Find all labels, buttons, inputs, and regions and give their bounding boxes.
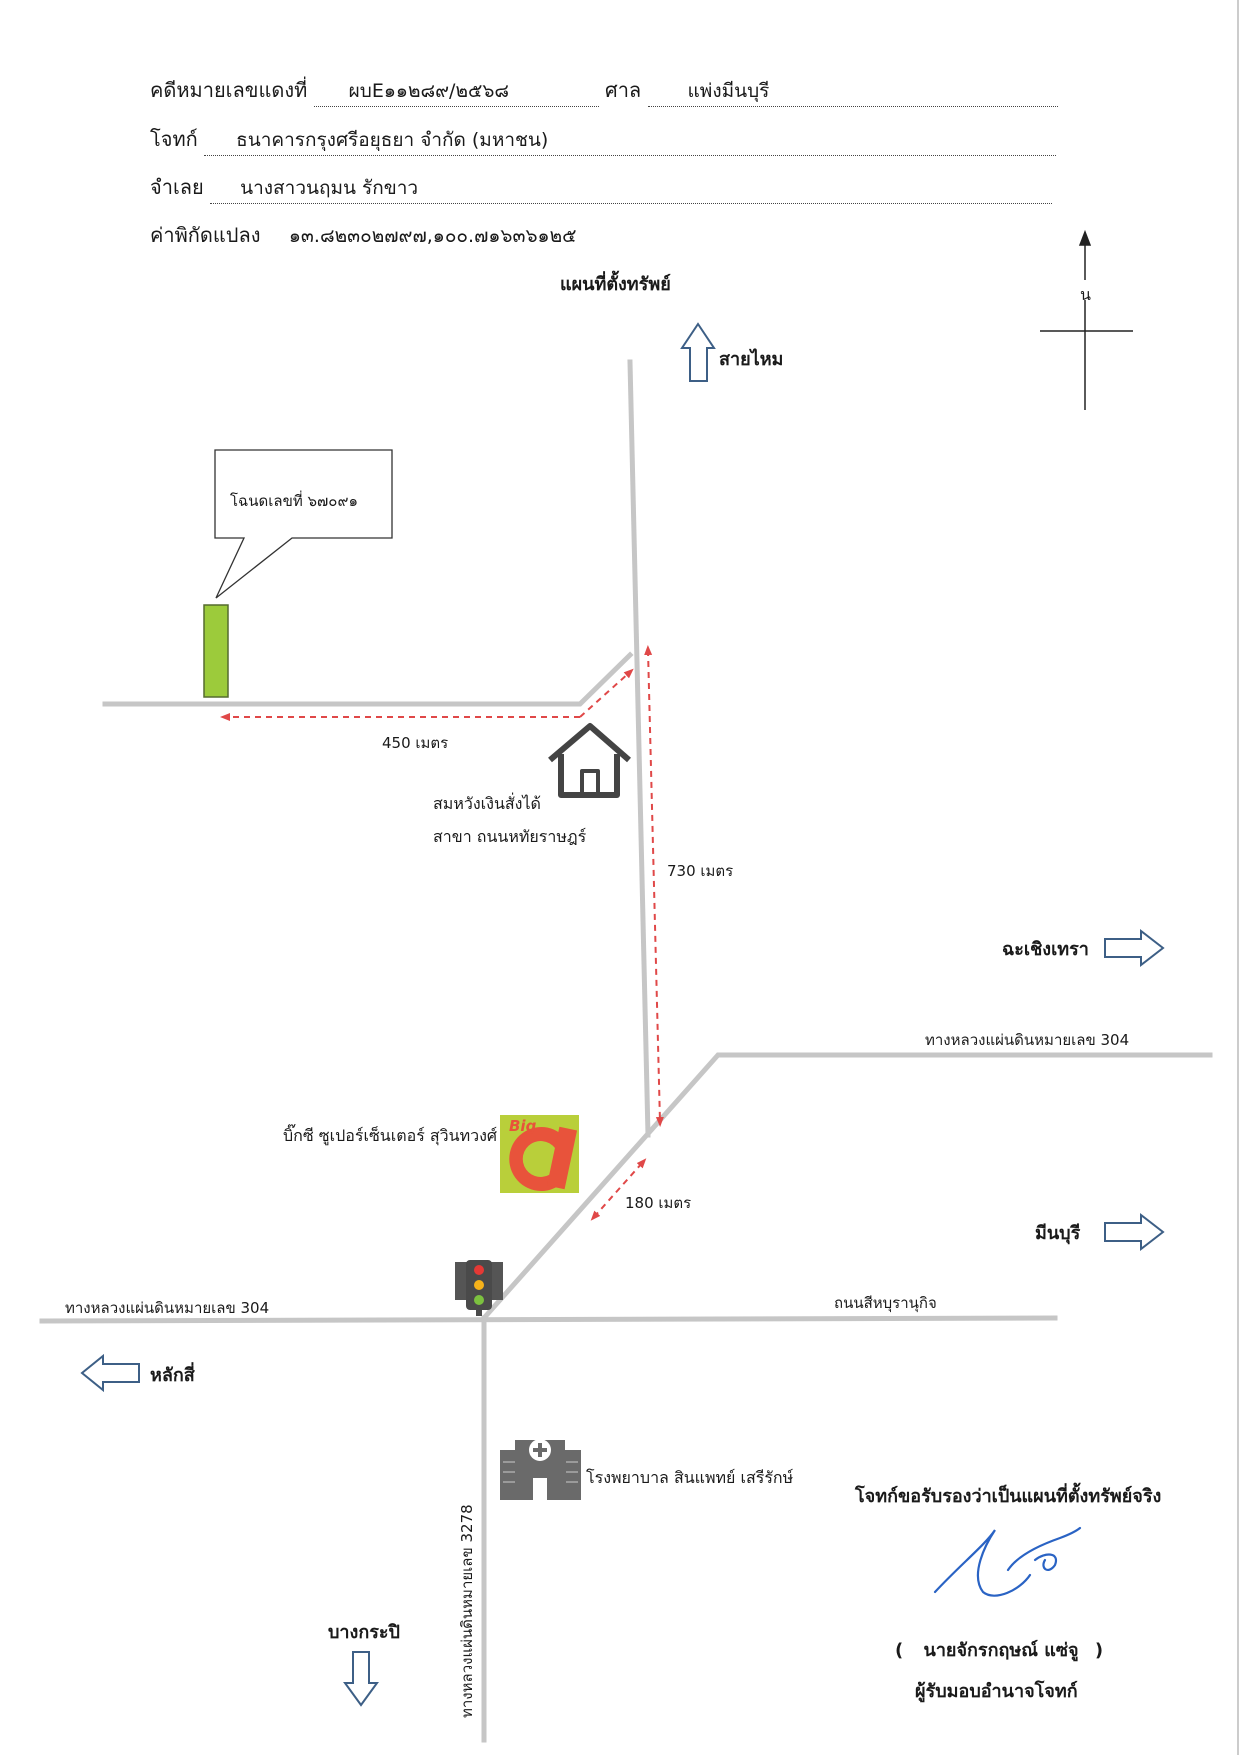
north-compass xyxy=(1040,229,1133,410)
case-number-value: ผบE๑๑๒๘๙/๒๕๖๘ xyxy=(313,76,599,107)
direction-chachoengsao: ฉะเชิงเทรา xyxy=(1002,939,1089,960)
bigc-logo-text: Big xyxy=(509,1117,537,1135)
traffic-light-icon xyxy=(455,1260,503,1316)
court-value: แพ่งมีนบุรี xyxy=(647,76,1058,107)
direction-bangkapi: บางกระปิ xyxy=(328,1622,400,1643)
signer-name: นายจักรกฤษณ์ แซ่จู xyxy=(923,1640,1079,1661)
parcel-callout xyxy=(214,449,393,599)
hwy304-right-label: ทางหลวงแผ่นดินหมายเลข 304 xyxy=(925,1031,1130,1049)
signer-name-line: ( นายจักรกฤษณ์ แซ่จู ) xyxy=(895,1635,1103,1664)
direction-saimai: สายไหม xyxy=(719,349,784,370)
road-hwy304-main xyxy=(39,1315,1058,1324)
defendant-row: จำเลย นางสาวนฤมน รักขาว xyxy=(150,171,1053,204)
plaintiff-value: ธนาคารกรุงศรีอยุธยา จำกัด (มหาชน) xyxy=(204,125,1057,156)
road-sihaburanukit-label: ถนนสีหบุรานุกิจ xyxy=(834,1294,937,1312)
parcel-marker xyxy=(203,604,229,698)
certify-statement: โจทก์ขอรับรองว่าเป็นแผนที่ตั้งทรัพย์จริง xyxy=(855,1486,1162,1507)
bigc-label: บิ๊กซี ซูเปอร์เซ็นเตอร์ สุวินทวงศ์ xyxy=(283,1126,498,1145)
arrow-left-laksi xyxy=(80,1353,140,1393)
direction-minburi: มีนบุรี xyxy=(1035,1223,1081,1244)
roads xyxy=(39,359,1213,1743)
arrow-up-saimai xyxy=(680,322,716,382)
road-north xyxy=(627,359,651,1138)
arrow-right-chachoengsao xyxy=(1104,928,1165,968)
arrow-down-bangkapi xyxy=(343,1651,379,1707)
close-paren: ) xyxy=(1094,1640,1104,1661)
direction-arrows xyxy=(80,322,1165,1707)
distance-730-label: 730 เมตร xyxy=(667,862,734,880)
arrow-right-minburi xyxy=(1104,1212,1165,1252)
coords-label: ค่าพิกัดแปลง xyxy=(150,223,261,247)
case-label: คดีหมายเลขแดงที่ xyxy=(150,78,308,102)
hospital-label: โรงพยาบาล สินแพทย์ เสรีรักษ์ xyxy=(586,1468,794,1487)
distance-450-diag xyxy=(579,668,634,718)
court-label: ศาล xyxy=(605,78,642,102)
hospital-icon xyxy=(500,1439,581,1500)
plaintiff-label: โจทก์ xyxy=(150,127,198,151)
hwy3278-label: ทางหลวงแผ่นดินหมายเลข 3278 xyxy=(458,1504,476,1718)
defendant-value: นางสาวนฤมน รักขาว xyxy=(210,173,1053,204)
north-label: น xyxy=(1080,285,1091,304)
road-parcel-lane xyxy=(102,651,634,707)
distance-180-line xyxy=(590,1158,647,1221)
house-icon xyxy=(548,723,631,798)
signature xyxy=(933,1526,1082,1597)
direction-laksi: หลักสี่ xyxy=(150,1365,195,1386)
road-hwy304-diagonal xyxy=(480,1052,1213,1322)
distance-lines xyxy=(220,645,664,1221)
distance-180-label: 180 เมตร xyxy=(625,1194,692,1212)
case-number-row: คดีหมายเลขแดงที่ ผบE๑๑๒๘๙/๒๕๖๘ ศาล แพ่งม… xyxy=(150,74,1058,107)
plaintiff-row: โจทก์ ธนาคารกรุงศรีอยุธยา จำกัด (มหาชน) xyxy=(150,123,1057,156)
hwy304-left-label: ทางหลวงแผ่นดินหมายเลข 304 xyxy=(65,1299,270,1317)
bank-name: สมหวังเงินสั่งได้ xyxy=(433,794,541,813)
distance-450-label: 450 เมตร xyxy=(382,734,449,752)
distance-730-line xyxy=(644,645,664,1127)
map-title: แผนที่ตั้งทรัพย์ xyxy=(560,274,671,295)
coords-value: ๑๓.๘๒๓๐๒๗๙๗,๑๐๐.๗๑๖๓๖๑๒๕ xyxy=(288,225,577,247)
parcel-label: โฉนดเลขที่ ๖๗๐๙๑ xyxy=(230,492,358,510)
bigc-logo xyxy=(500,1115,579,1193)
defendant-label: จำเลย xyxy=(150,175,204,199)
bank-branch: สาขา ถนนหทัยราษฎร์ xyxy=(433,827,587,846)
coords-row: ค่าพิกัดแปลง ๑๓.๘๒๓๐๒๗๙๗,๑๐๐.๗๑๖๓๖๑๒๕ xyxy=(150,219,577,251)
open-paren: ( xyxy=(895,1640,904,1661)
signer-role: ผู้รับมอบอำนาจโจทก์ xyxy=(915,1681,1078,1702)
